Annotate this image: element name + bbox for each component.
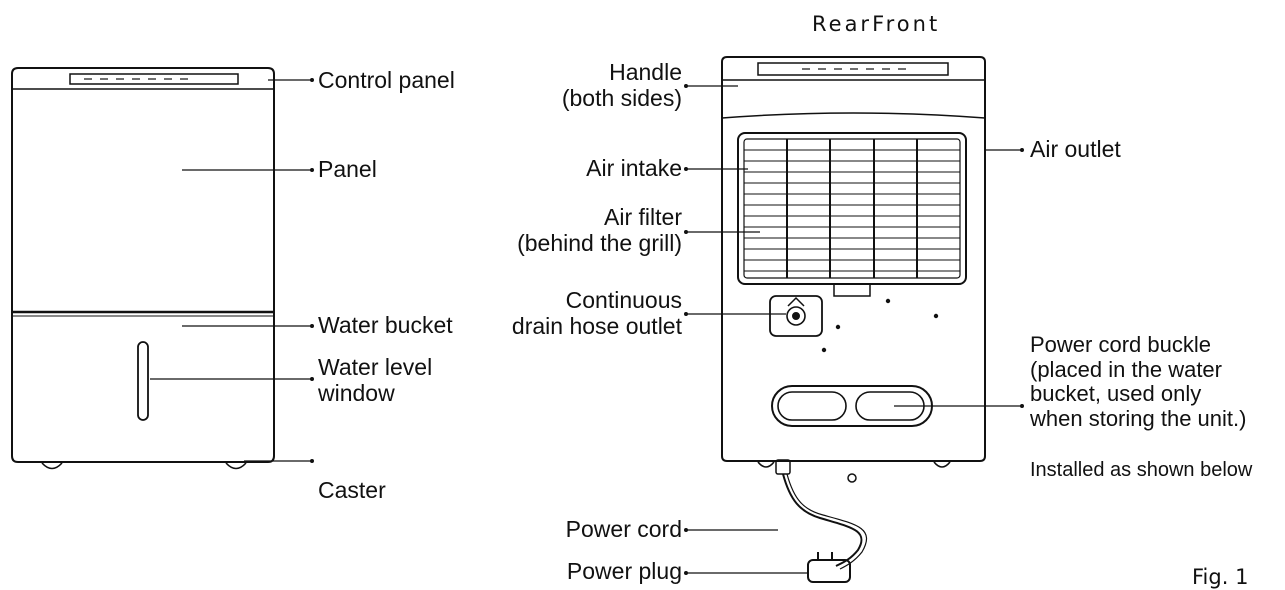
label-caster: Caster	[318, 477, 386, 503]
label-power-cord-buckle-line-4: when storing the unit.)	[1030, 405, 1247, 431]
label-air-outlet: Air outlet	[1030, 136, 1121, 162]
label-water-level-window: Water level window	[318, 354, 433, 407]
label-water-level-window-line-1: Water level	[318, 354, 433, 380]
figure-label: Fig. 1	[1192, 565, 1249, 589]
label-air-filter-line-2: (behind the grill)	[517, 229, 682, 256]
rear-unit-drawing	[721, 56, 986, 583]
label-handle-line-2: (both sides)	[561, 84, 682, 111]
leader-dots	[310, 78, 1024, 575]
label-control-panel: Control panel	[318, 67, 455, 93]
label-power-plug: Power plug	[566, 558, 682, 584]
label-drain-hose-outlet: Continuous drain hose outlet	[511, 287, 682, 340]
label-installed-note: Installed as shown below	[1030, 459, 1253, 481]
label-water-level-window-line-2: window	[318, 379, 395, 406]
leader-lines	[150, 79, 1022, 574]
label-handle: Handle (both sides)	[561, 59, 682, 112]
view-title: RearFront	[812, 12, 941, 36]
label-drain-hose-outlet-line-2: drain hose outlet	[511, 312, 682, 339]
label-power-cord-buckle-line-2: (placed in the water	[1030, 356, 1222, 382]
label-panel: Panel	[318, 156, 377, 182]
front-unit-drawing	[11, 67, 275, 470]
label-air-filter: Air filter (behind the grill)	[517, 204, 682, 257]
label-drain-hose-outlet-line-1: Continuous	[565, 287, 682, 313]
label-power-cord-buckle-line-3: bucket, used only	[1030, 381, 1202, 407]
label-air-filter-line-1: Air filter	[604, 204, 682, 230]
label-water-bucket: Water bucket	[318, 312, 453, 338]
label-power-cord-buckle-line-1: Power cord buckle	[1030, 332, 1211, 357]
label-power-cord: Power cord	[565, 516, 682, 542]
label-air-intake: Air intake	[586, 155, 682, 181]
label-power-cord-buckle: Power cord buckle (placed in the water b…	[1030, 332, 1247, 432]
label-handle-line-1: Handle	[609, 59, 682, 85]
